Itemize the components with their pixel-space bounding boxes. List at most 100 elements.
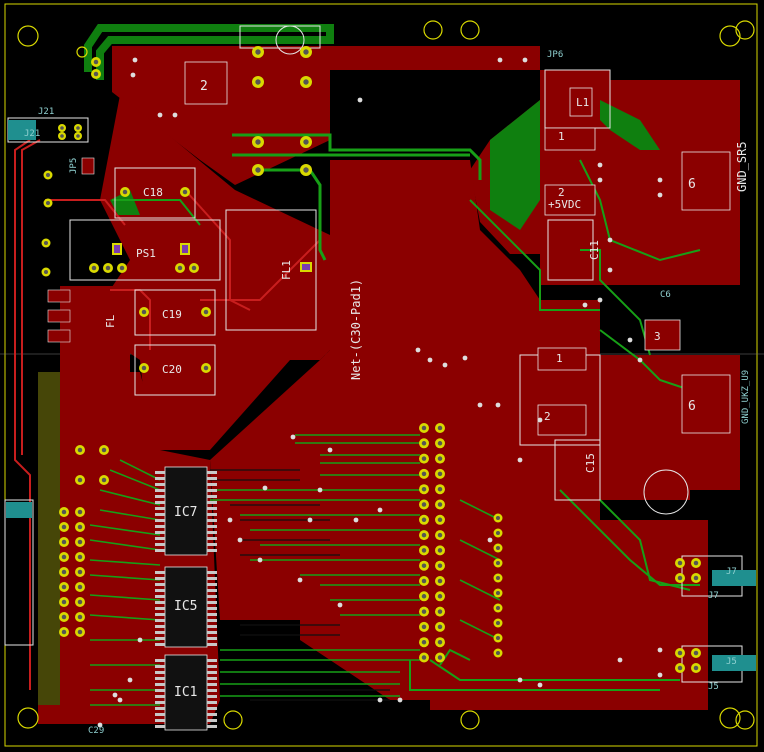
pad-6-gnd-ukz[interactable] (681, 374, 731, 434)
via-34 (157, 112, 163, 118)
ic-pin (207, 477, 217, 480)
via-20 (597, 297, 603, 303)
header-pin-a6-drill (421, 517, 427, 523)
silkscreen-text: J21 J21 JP5 JP6 PS1 C18 C19 C20 FL1 FL N… (24, 50, 751, 736)
via-41 (517, 677, 523, 683)
via-12 (257, 557, 263, 563)
via-30 (597, 177, 603, 183)
ic-pin (207, 589, 217, 592)
header-pin-b1-drill (437, 441, 443, 446)
c19-c20-pin0-drill (141, 309, 147, 315)
header-pin-a13-drill (421, 624, 427, 630)
via-7 (327, 447, 333, 453)
header-pin-c6-drill (495, 605, 501, 611)
fl-pin2-drill (255, 79, 261, 85)
pad-big-2-top[interactable] (184, 61, 228, 105)
connector-j7-body (712, 570, 756, 586)
ps1-pin0-drill (91, 265, 97, 271)
label-c11: C11 (588, 240, 601, 260)
ic-pin (155, 519, 165, 522)
via-0 (415, 347, 421, 353)
board-edge (4, 3, 758, 747)
connector-j21-body (8, 120, 36, 140)
ic-pin (207, 537, 217, 540)
header-pin-b11-drill (437, 594, 443, 599)
ic-pin (155, 719, 165, 722)
header-pin-b15-drill (437, 655, 443, 660)
ic-pin (155, 695, 165, 698)
header-pin-b12-drill (437, 609, 443, 614)
pad-1-top-right[interactable] (544, 127, 596, 151)
via-5 (495, 402, 501, 408)
fl-pin5-drill (303, 139, 309, 145)
pad-1-mid-right[interactable] (537, 347, 587, 371)
via-29 (597, 162, 603, 168)
ic-pin (207, 501, 217, 504)
left-header-b0-drill (77, 509, 83, 515)
via-16 (353, 517, 359, 523)
pad-3[interactable] (644, 319, 681, 351)
connector-left-body (6, 502, 32, 518)
ic-pin (155, 507, 165, 510)
via-14 (337, 602, 343, 608)
j5-pin2-drill (677, 665, 683, 671)
header-pin-a11-drill (421, 594, 427, 599)
ic-pin (207, 483, 217, 486)
connector-j5-body (712, 655, 756, 671)
ic-pin (155, 613, 165, 616)
mount-hole-l (76, 46, 88, 58)
ps1-pin1-drill (105, 265, 111, 271)
left-pad0-drill (45, 172, 51, 178)
c18-pin0-drill (122, 189, 128, 195)
left-header-a3-drill (61, 554, 67, 560)
mount-hole-bl (17, 707, 39, 729)
pad-2-mid-right[interactable] (537, 404, 587, 436)
via-8 (317, 487, 323, 493)
label-ic1: IC1 (174, 685, 197, 700)
label-j21-inner: J21 (24, 129, 40, 139)
via-43 (377, 697, 383, 703)
vias (97, 57, 663, 728)
label-gnd-sr5: GND_SR5 (735, 141, 749, 192)
c18-pin1-drill (182, 189, 188, 195)
pad-l1[interactable] (569, 87, 593, 117)
header-pin-b14-drill (437, 639, 443, 645)
label-pad3: 3 (654, 330, 661, 343)
copper-traces (14, 133, 701, 706)
ic-pin (155, 677, 165, 680)
ic-pin (207, 507, 217, 510)
left-header-a2-drill (61, 539, 67, 545)
ps1-pin3-drill (177, 265, 183, 271)
left-header-a5-drill (61, 584, 67, 590)
mount-hole-t3 (460, 20, 480, 40)
ic7-body[interactable] (164, 466, 208, 556)
label-jp6: JP6 (547, 50, 563, 60)
pad-2-top-right[interactable] (544, 184, 596, 216)
left-header-a4-drill (61, 569, 67, 575)
j5-pin0-drill (677, 650, 683, 656)
via-22 (637, 357, 643, 363)
ic-pin (207, 659, 217, 662)
j5-pin3-drill (693, 665, 699, 671)
via-39 (657, 672, 663, 678)
left-header-b5-drill (77, 584, 83, 590)
smd-markers (47, 157, 312, 343)
left-header-a1-drill (61, 524, 67, 530)
edge-connectors (6, 120, 756, 671)
ic-pin (155, 713, 165, 716)
ic-pin (155, 607, 165, 610)
ic-pin (207, 543, 217, 546)
ic1-body[interactable] (164, 654, 208, 731)
label-net-pad: Net-(C30-Pad1) (349, 279, 363, 380)
pad-6-gnd-sr5[interactable] (681, 151, 731, 211)
j7-pin1-drill (693, 560, 699, 566)
header-pin-c8-drill (495, 635, 501, 641)
via-18 (487, 537, 493, 543)
header-pin-c2-drill (495, 545, 501, 551)
label-c6: C6 (660, 290, 671, 300)
label-j7: J7 (726, 567, 737, 577)
ic-pin (207, 631, 217, 634)
label-j7b: J7 (708, 591, 719, 601)
label-fl: FL (104, 314, 117, 328)
